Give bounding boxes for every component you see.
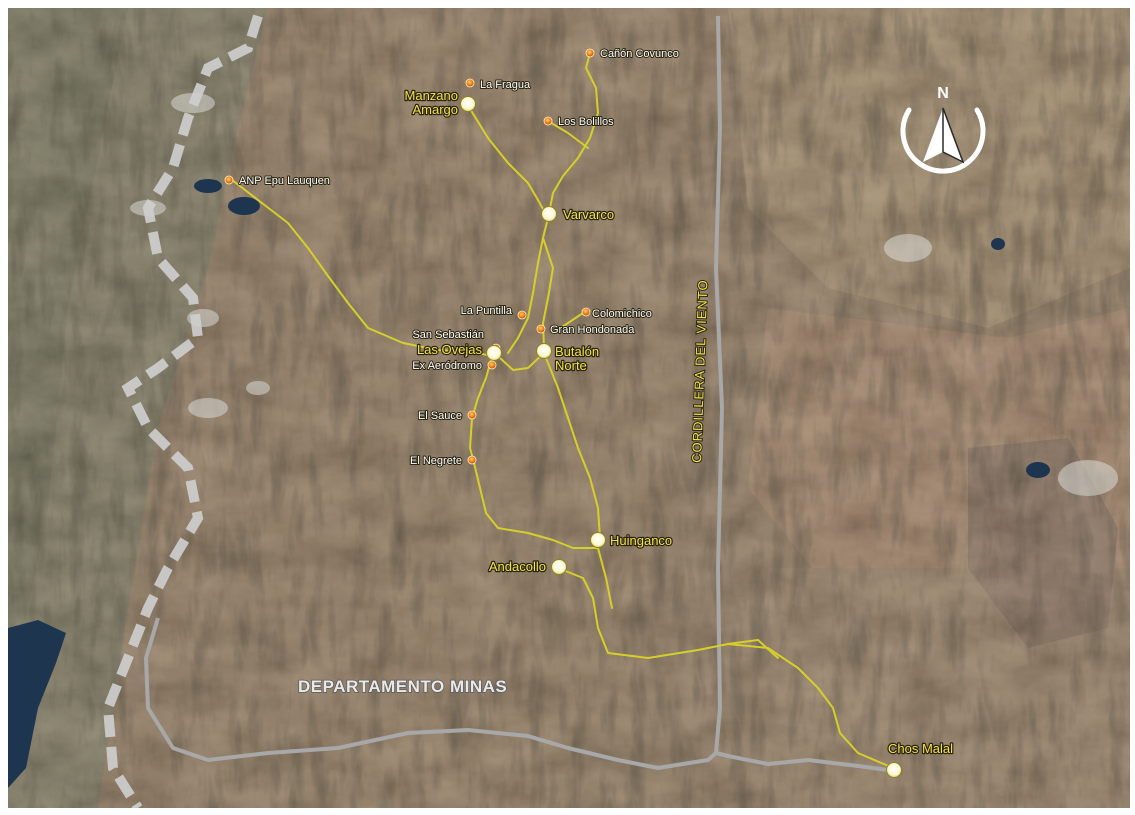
gran-hondonada-label: Gran Hondonada (550, 324, 635, 336)
ex-aerodromo-marker[interactable] (487, 360, 497, 370)
road-south (469, 352, 599, 549)
road-bolillos (547, 120, 589, 149)
place-andacollo[interactable]: Andacollo (488, 558, 567, 575)
la-puntilla-marker[interactable] (517, 310, 527, 320)
road-canon (547, 52, 599, 219)
north-arrow-right (942, 107, 965, 164)
huinganco-label: Huinganco (610, 533, 672, 548)
varvarco-marker[interactable] (541, 206, 557, 222)
el-negrete-marker[interactable] (467, 455, 477, 465)
road-east-loop (727, 639, 779, 659)
huinganco-marker[interactable] (590, 532, 606, 548)
place-varvarco[interactable]: Varvarco (541, 206, 615, 223)
north-label: N (937, 85, 949, 102)
department-boundary (144, 15, 889, 772)
department-label: DEPARTAMENTO MINAS (298, 677, 507, 696)
place-el-sauce[interactable]: El Sauce (417, 409, 477, 423)
road-epu-lauquen (231, 179, 501, 359)
road-las-ovejas (499, 352, 545, 371)
ex-aerodromo-label: Ex Aeródromo (412, 360, 482, 372)
las-ovejas-marker[interactable] (486, 345, 502, 361)
north-arrow-left (923, 108, 943, 162)
road-huinganco-down (597, 547, 613, 609)
road-network (231, 52, 894, 769)
place-los-bolillos[interactable]: Los Bolillos (543, 115, 615, 129)
gran-hondonada-marker[interactable] (536, 324, 546, 334)
canon-covunco-label: Cañón Covunco (600, 48, 679, 60)
satellite-map[interactable]: N DEPARTAMENTO MINAS CORDILLERA DEL VIEN… (8, 8, 1130, 808)
los-bolillos-label: Los Bolillos (558, 116, 614, 128)
place-ex-aerodromo[interactable]: Ex Aeródromo (411, 359, 497, 373)
place-el-negrete[interactable]: El Negrete (409, 454, 477, 468)
north-arrow: N (900, 85, 986, 174)
place-las-ovejas[interactable]: Las Ovejas (416, 341, 502, 361)
international-border (102, 14, 263, 808)
anp-epu-lauquen-label: ANP Epu Lauquen (239, 175, 330, 187)
reservoir-lake (8, 620, 66, 788)
road-colomichico (552, 312, 584, 334)
andacollo-label: Andacollo (489, 559, 546, 574)
chos-malal-marker[interactable] (886, 762, 902, 778)
el-negrete-label: El Negrete (410, 455, 462, 467)
los-bolillos-marker[interactable] (543, 116, 553, 126)
terrain-ridges (8, 8, 1130, 808)
las-ovejas-label: Las Ovejas (417, 342, 483, 357)
place-la-fragua[interactable]: La Fragua (465, 78, 532, 92)
place-chos-malal[interactable]: Chos Malal (886, 740, 954, 778)
san-sebastian-label: San Sebastián (412, 329, 484, 341)
andacollo-marker[interactable] (551, 559, 567, 575)
road-butalon (543, 352, 601, 539)
cordillera-label: CORDILLERA DEL VIENTO (689, 279, 710, 463)
la-puntilla-label: La Puntilla (461, 305, 513, 317)
el-sauce-marker[interactable] (467, 410, 477, 420)
place-gran-hondonada[interactable]: Gran Hondonada (536, 323, 636, 337)
lakes (8, 179, 1050, 788)
anp-epu-lauquen-marker[interactable] (224, 175, 234, 185)
varvarco-label: Varvarco (563, 207, 614, 222)
butalon-norte-marker[interactable] (536, 343, 552, 359)
place-anp-epu-lauquen[interactable]: ANP Epu Lauquen (224, 174, 331, 188)
manzano-amargo-marker[interactable] (460, 96, 476, 112)
colomichico-label: Colomichico (592, 308, 652, 320)
place-la-puntilla[interactable]: La Puntilla (460, 304, 527, 320)
la-fragua-marker[interactable] (465, 78, 475, 88)
place-colomichico[interactable]: Colomichico (581, 307, 653, 321)
lake-epu-lauquen-1 (194, 179, 222, 193)
colomichico-marker[interactable] (581, 307, 591, 317)
lake-east (991, 238, 1005, 250)
canon-covunco-marker[interactable] (585, 48, 595, 58)
lake-epu-lauquen-2 (228, 197, 260, 215)
place-canon-covunco[interactable]: Cañón Covunco (585, 47, 680, 61)
road-main-north (466, 103, 549, 354)
lake-east-2 (1026, 462, 1050, 478)
chos-malal-label: Chos Malal (888, 741, 953, 756)
la-fragua-label: La Fragua (480, 79, 531, 91)
north-arrow-ring (900, 107, 986, 174)
el-sauce-label: El Sauce (418, 410, 462, 422)
place-huinganco[interactable]: Huinganco (590, 532, 673, 549)
